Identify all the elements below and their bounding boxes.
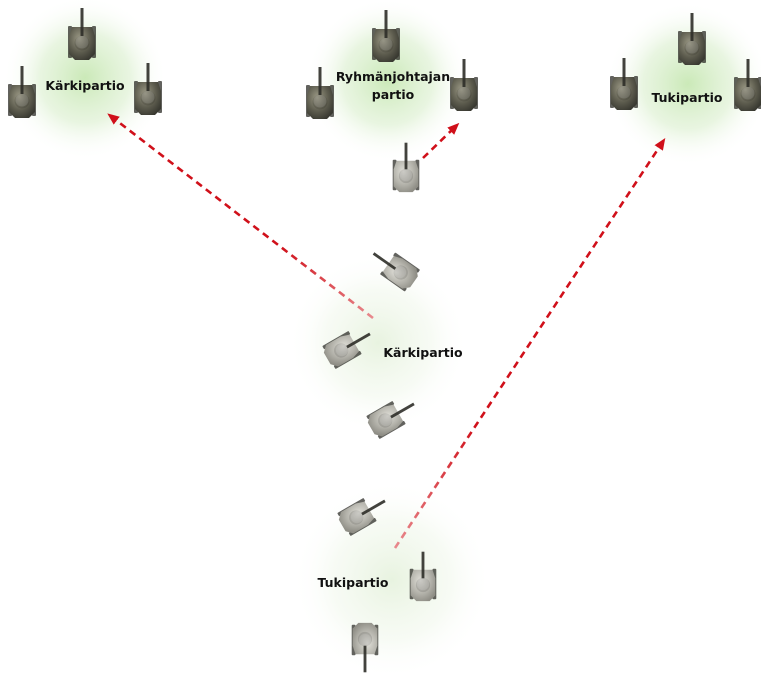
arrow-to-left	[107, 113, 374, 320]
glow-left	[3, 0, 167, 160]
label-target-center-2: partio	[372, 87, 415, 102]
glow-center	[306, 0, 470, 162]
glow-halos	[3, 0, 761, 674]
glow-bottom	[292, 480, 492, 674]
label-target-left: Kärkipartio	[45, 78, 125, 93]
labels: Kärkipartio Ryhmänjohtajan partio Tukipa…	[45, 69, 723, 590]
label-target-center-1: Ryhmänjohtajan	[336, 69, 450, 84]
glow-middle	[288, 253, 468, 433]
arrow-to-right	[393, 137, 666, 549]
label-target-right: Tukipartio	[651, 90, 722, 105]
label-start-bottom: Tukipartio	[317, 575, 388, 590]
movement-arrows	[107, 113, 666, 549]
glow-right	[606, 2, 761, 166]
arrow-to-center	[422, 122, 460, 159]
label-start-middle: Kärkipartio	[383, 345, 463, 360]
